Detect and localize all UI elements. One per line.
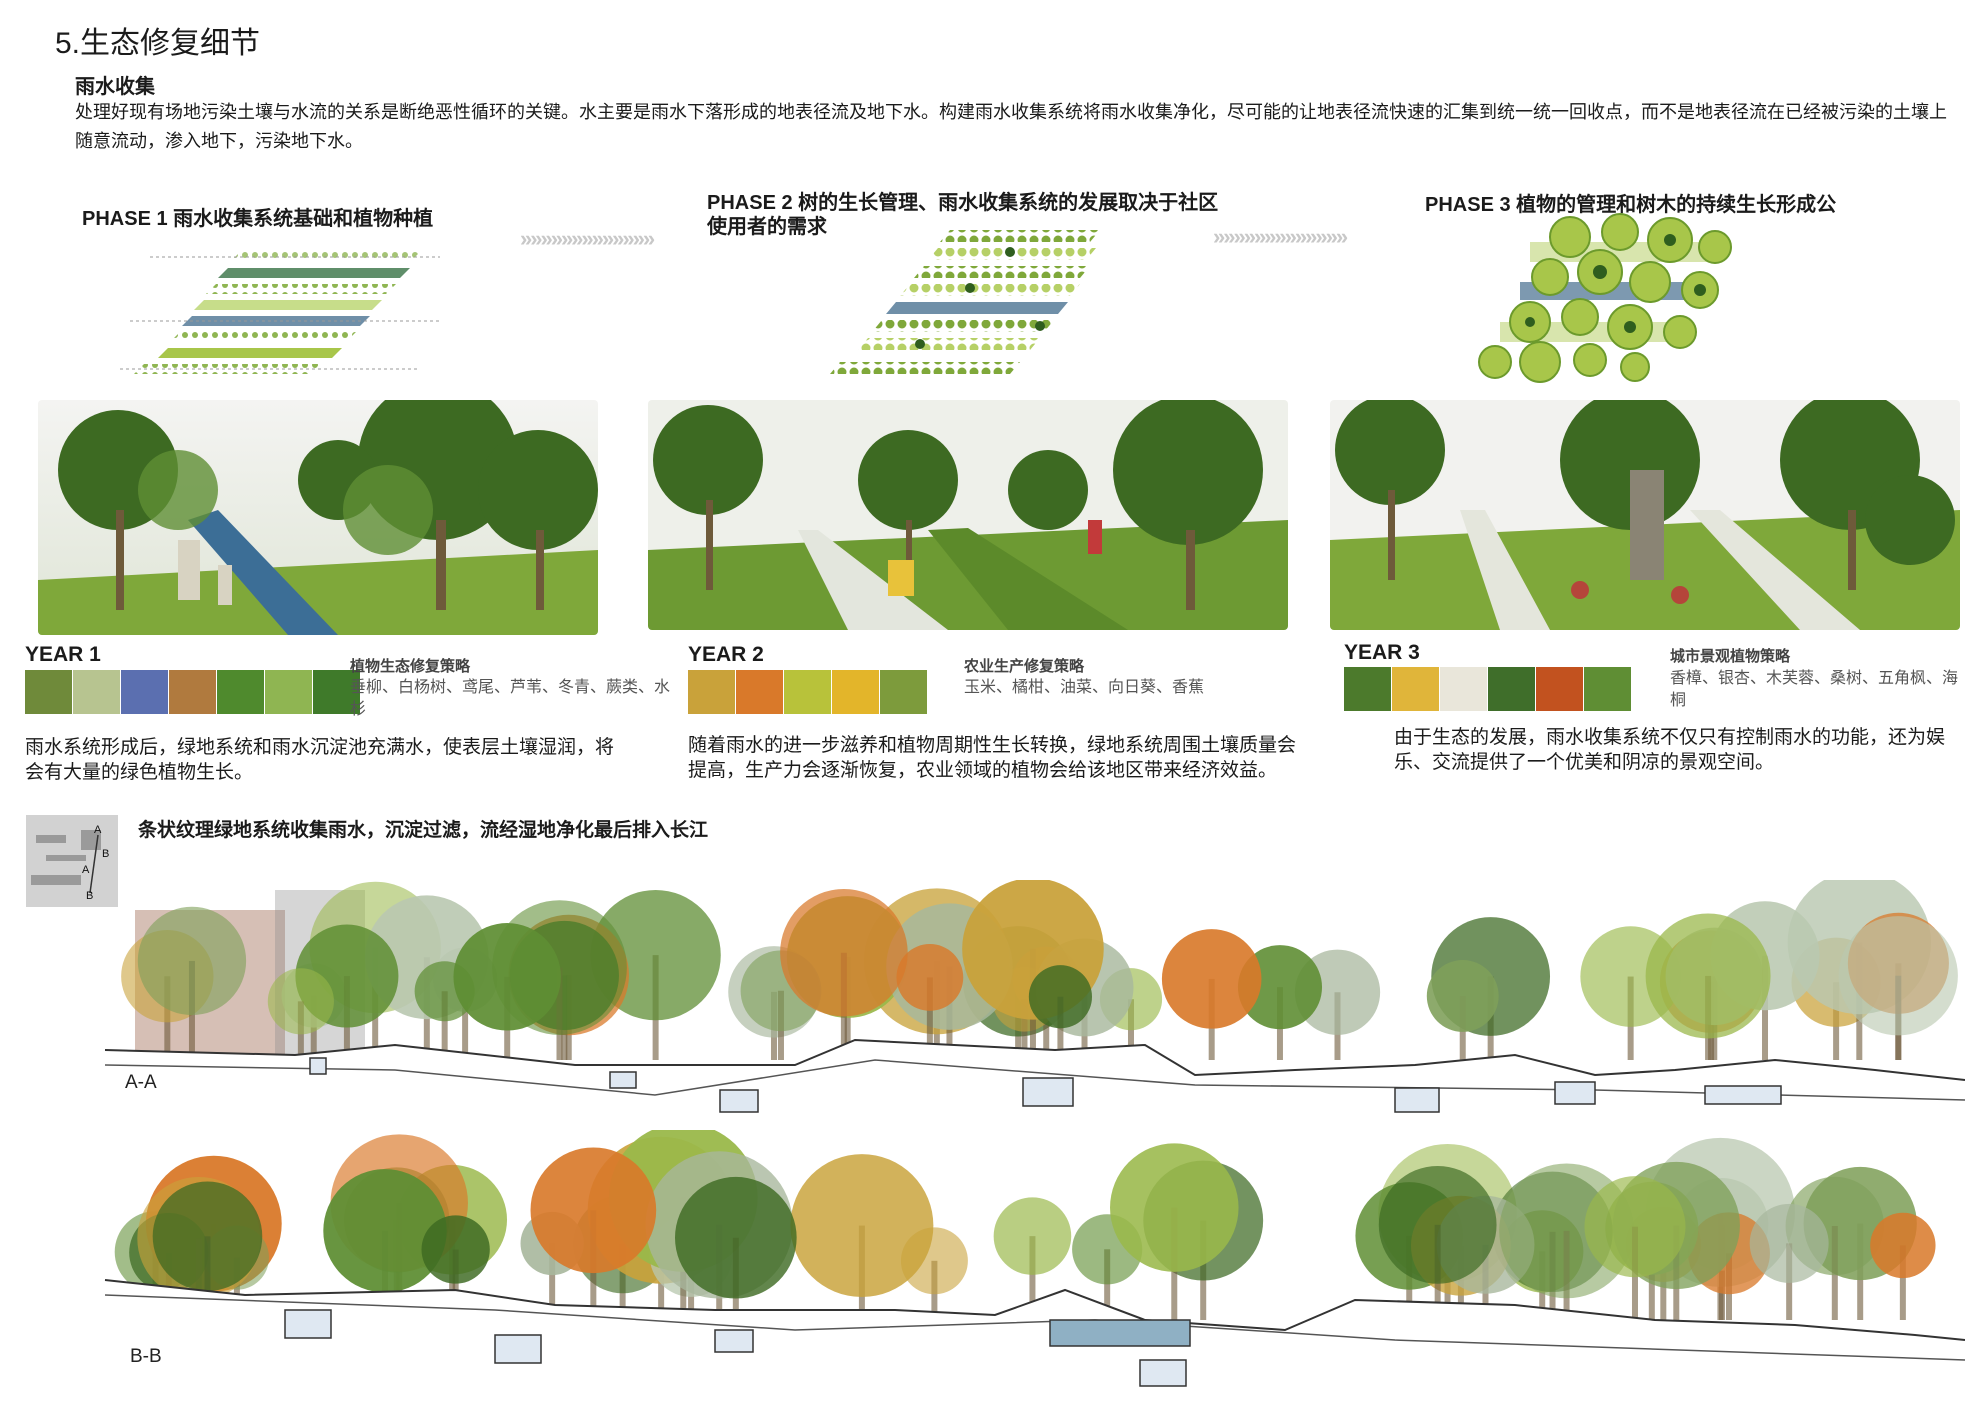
intro-text: 处理好现有场地污染土壤与水流的关系是断绝恶性循环的关键。水主要是雨水下落形成的地… (75, 102, 1947, 151)
year1-plant-swatches (25, 670, 361, 714)
year1-strategy-title: 植物生态修复策略 (350, 658, 471, 675)
plant-swatch (1488, 667, 1535, 711)
section-title: 雨水收集 (75, 76, 155, 98)
phase3-plan-diagram (1470, 212, 1760, 402)
keymap-label: A (94, 824, 102, 836)
phase2-plan-diagram (800, 222, 1140, 402)
section-label: A-A (125, 1072, 157, 1093)
section-key-map: A B A B (26, 815, 118, 907)
year3-label: YEAR 3 (1344, 641, 1420, 664)
year2-photo (648, 400, 1288, 630)
year2-plant-swatches (688, 670, 928, 714)
plant-swatch (1536, 667, 1583, 711)
section-label: B-B (130, 1346, 162, 1367)
plant-swatch (784, 670, 831, 714)
plant-swatch (313, 670, 360, 714)
section-caption: 条状纹理绿地系统收集雨水，沉淀过滤，流经湿地净化最后排入长江 (138, 820, 709, 841)
plant-swatch (1392, 667, 1439, 711)
year2-label: YEAR 2 (688, 643, 764, 666)
section-bb-diagram: B-B (95, 1123, 1966, 1400)
plant-swatch (25, 670, 72, 714)
plant-swatch (1344, 667, 1391, 711)
plant-swatch (880, 670, 927, 714)
chevron-arrows-icon: »»»»»»»»»»»»» (520, 226, 655, 251)
section-aa-diagram: A-A (95, 870, 1966, 1140)
year2-strategy-title: 农业生产修复策略 (964, 658, 1085, 675)
year2-description: 随着雨水的进一步滋养和植物周期性生长转换，绿地系统周围土壤质量会提高，生产力会逐… (688, 735, 1297, 781)
year3-photo (1330, 400, 1960, 630)
keymap-label: B (102, 848, 109, 860)
plant-swatch (1584, 667, 1631, 711)
year3-plant-swatches (1344, 667, 1632, 711)
chevron-arrows-icon: »»»»»»»»»»»»» (1213, 224, 1348, 249)
plant-swatch (832, 670, 879, 714)
phase1-plan-diagram (120, 240, 450, 390)
plant-swatch (73, 670, 120, 714)
page-title: 5.生态修复细节 (55, 27, 261, 60)
phase3-title: PHASE 3 植物的管理和树木的持续生长形成公 (1425, 194, 1837, 216)
plant-swatch (169, 670, 216, 714)
year3-description: 由于生态的发展，雨水收集系统不仅只有控制雨水的功能，还为娱乐、交流提供了一个优美… (1394, 727, 1946, 773)
year2-strategy-text: 玉米、橘柑、油菜、向日葵、香蕉 (964, 679, 1205, 696)
year3-strategy-title: 城市景观植物策略 (1670, 648, 1791, 665)
year3-strategy-text: 香樟、银杏、木芙蓉、桑树、五角枫、海桐 (1670, 670, 1959, 709)
plant-swatch (265, 670, 312, 714)
plant-swatch (736, 670, 783, 714)
plant-swatch (121, 670, 168, 714)
keymap-label: B (86, 890, 93, 902)
plant-swatch (217, 670, 264, 714)
year1-description: 雨水系统形成后，绿地系统和雨水沉淀池充满水，使表层土壤湿润，将会有大量的绿色植物… (25, 737, 615, 783)
phase2-title: PHASE 2 树的生长管理、雨水收集系统的发展取决于社区使用者的需求 (707, 192, 1219, 238)
phase1-title: PHASE 1 雨水收集系统基础和植物种植 (82, 208, 434, 230)
year1-label: YEAR 1 (25, 643, 101, 666)
plant-swatch (688, 670, 735, 714)
year1-strategy-text: 垂柳、白杨树、鸢尾、芦苇、冬青、蕨类、水杉 (350, 679, 671, 718)
year1-photo (38, 400, 598, 635)
plant-swatch (1440, 667, 1487, 711)
keymap-label: A (82, 864, 90, 876)
